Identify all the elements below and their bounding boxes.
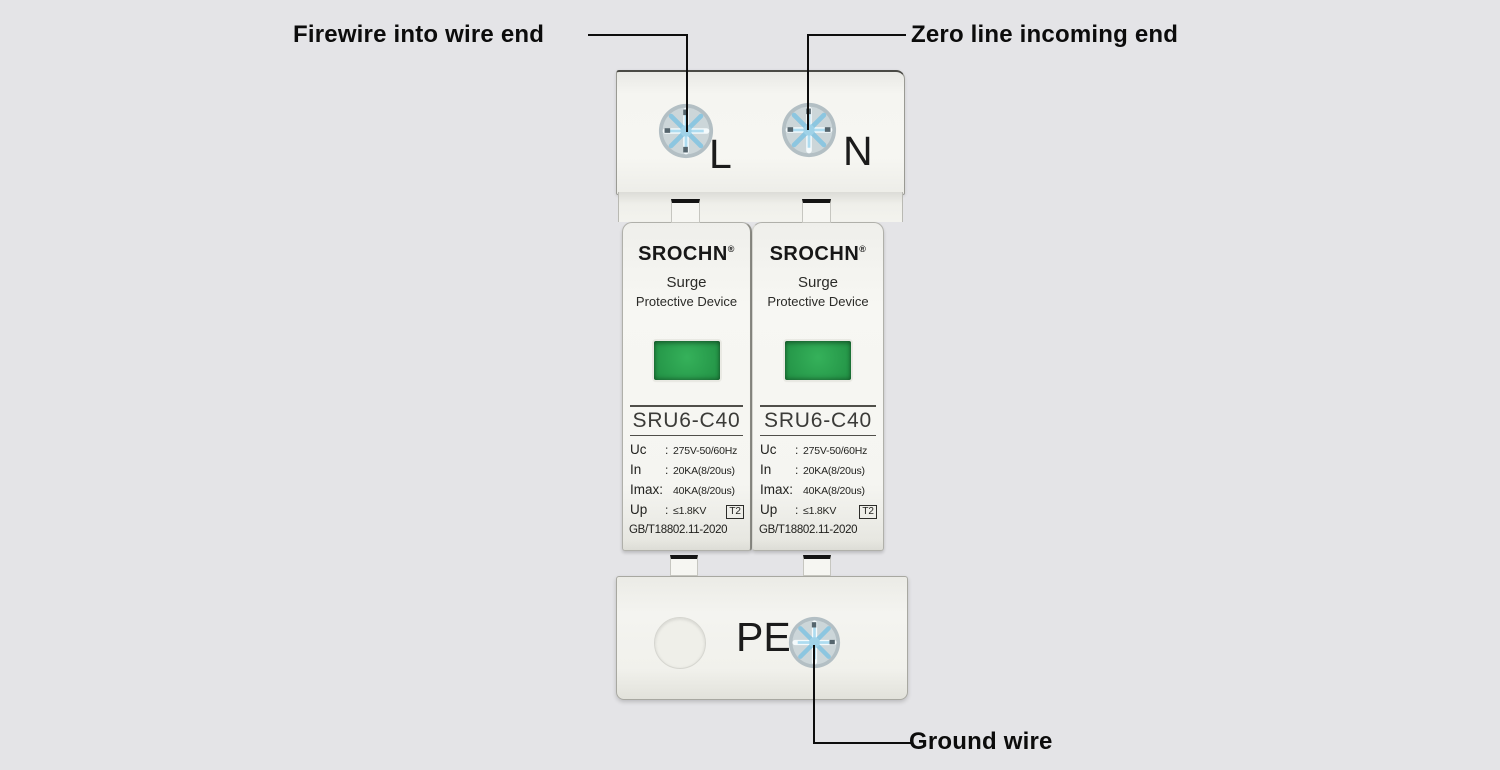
spec-row-in: In : 20KA(8/20us) <box>630 462 747 482</box>
spec-row-in: In : 20KA(8/20us) <box>760 462 880 482</box>
spec-value: 40KA(8/20us) <box>673 485 735 497</box>
model-number: SRU6-C40 <box>764 409 872 432</box>
screw-terminal-n <box>781 102 837 158</box>
divider <box>630 405 743 407</box>
leader-line-zero <box>807 34 906 130</box>
spec-value: ≤1.8KV <box>803 505 837 517</box>
divider <box>630 435 743 436</box>
brand-text: SROCHN <box>769 243 860 265</box>
device-bottom-terminal-block: PE <box>616 576 908 700</box>
spd-module-right: SROCHN® Surge Protective Device SRU6-C40… <box>752 222 884 551</box>
terminal-label-l: L <box>709 131 732 177</box>
device-top-ledge <box>618 192 903 222</box>
spec-value: 20KA(8/20us) <box>803 465 865 477</box>
registered-mark: ® <box>859 244 867 254</box>
standard-number: GB/T18802.11-2020 <box>629 524 728 536</box>
spec-table: Uc : 275V-50/60Hz In : 20KA(8/20us) Imax… <box>630 442 747 522</box>
type-badge: T2 <box>726 505 744 519</box>
spec-name: Up <box>630 502 648 517</box>
standard-number: GB/T18802.11-2020 <box>759 524 858 536</box>
spec-value: 20KA(8/20us) <box>673 465 735 477</box>
product-subtitle-2: Protective Device <box>767 294 869 309</box>
product-subtitle-2: Protective Device <box>635 294 738 309</box>
spec-row-uc: Uc : 275V-50/60Hz <box>630 442 747 462</box>
spec-name: Imax: <box>630 482 664 497</box>
spec-name: In <box>630 462 642 477</box>
spec-name: Uc <box>760 442 777 457</box>
spec-table: Uc : 275V-50/60Hz In : 20KA(8/20us) Imax… <box>760 442 880 522</box>
model-number: SRU6-C40 <box>632 409 741 432</box>
spec-colon: : <box>665 463 669 477</box>
spec-value: 275V-50/60Hz <box>673 445 738 457</box>
product-subtitle-1: Surge <box>666 274 707 291</box>
status-indicator-window <box>785 341 851 380</box>
mounting-tab <box>671 199 700 223</box>
leader-line-firewire <box>588 34 688 132</box>
spec-colon: : <box>795 463 799 477</box>
spec-name: In <box>760 462 772 477</box>
terminal-label-n: N <box>843 128 873 174</box>
divider <box>760 405 876 407</box>
mounting-tab <box>802 199 831 223</box>
leader-line-ground <box>813 645 911 744</box>
brand-text: SROCHN <box>638 243 728 265</box>
spec-value: 40KA(8/20us) <box>803 485 865 497</box>
terminal-label-pe: PE <box>736 614 791 660</box>
spec-colon: : <box>665 443 669 457</box>
callout-ground-wire-label: Ground wire <box>909 728 1053 755</box>
divider <box>760 435 876 436</box>
spec-name: Up <box>760 502 778 517</box>
callout-zero-line-label: Zero line incoming end <box>911 21 1179 48</box>
spec-colon: : <box>795 503 799 517</box>
spec-row-up: Up : ≤1.8KV T2 <box>630 502 747 522</box>
callout-firewire-label: Firewire into wire end <box>293 21 545 48</box>
mounting-tab <box>803 555 831 576</box>
spec-value: ≤1.8KV <box>673 505 707 517</box>
spec-colon: : <box>795 443 799 457</box>
spec-name: Uc <box>630 442 647 457</box>
spd-module-left: SROCHN® Surge Protective Device SRU6-C40… <box>622 222 752 551</box>
brand-logo: SROCHN® <box>623 243 750 266</box>
spec-colon: : <box>665 503 669 517</box>
spec-name: Imax: <box>760 482 794 497</box>
mounting-tab <box>670 555 698 576</box>
brand-logo: SROCHN® <box>753 243 883 266</box>
status-indicator-window <box>653 341 720 380</box>
product-subtitle-1: Surge <box>797 274 839 291</box>
type-badge: T2 <box>859 505 877 519</box>
spec-row-imax: Imax: 40KA(8/20us) <box>760 482 880 502</box>
spec-row-up: Up : ≤1.8KV T2 <box>760 502 880 522</box>
recessed-circle <box>654 617 706 669</box>
screw-terminal-pe <box>788 616 841 669</box>
spec-row-imax: Imax: 40KA(8/20us) <box>630 482 747 502</box>
registered-mark: ® <box>727 244 735 254</box>
spec-value: 275V-50/60Hz <box>803 445 868 457</box>
spec-row-uc: Uc : 275V-50/60Hz <box>760 442 880 462</box>
